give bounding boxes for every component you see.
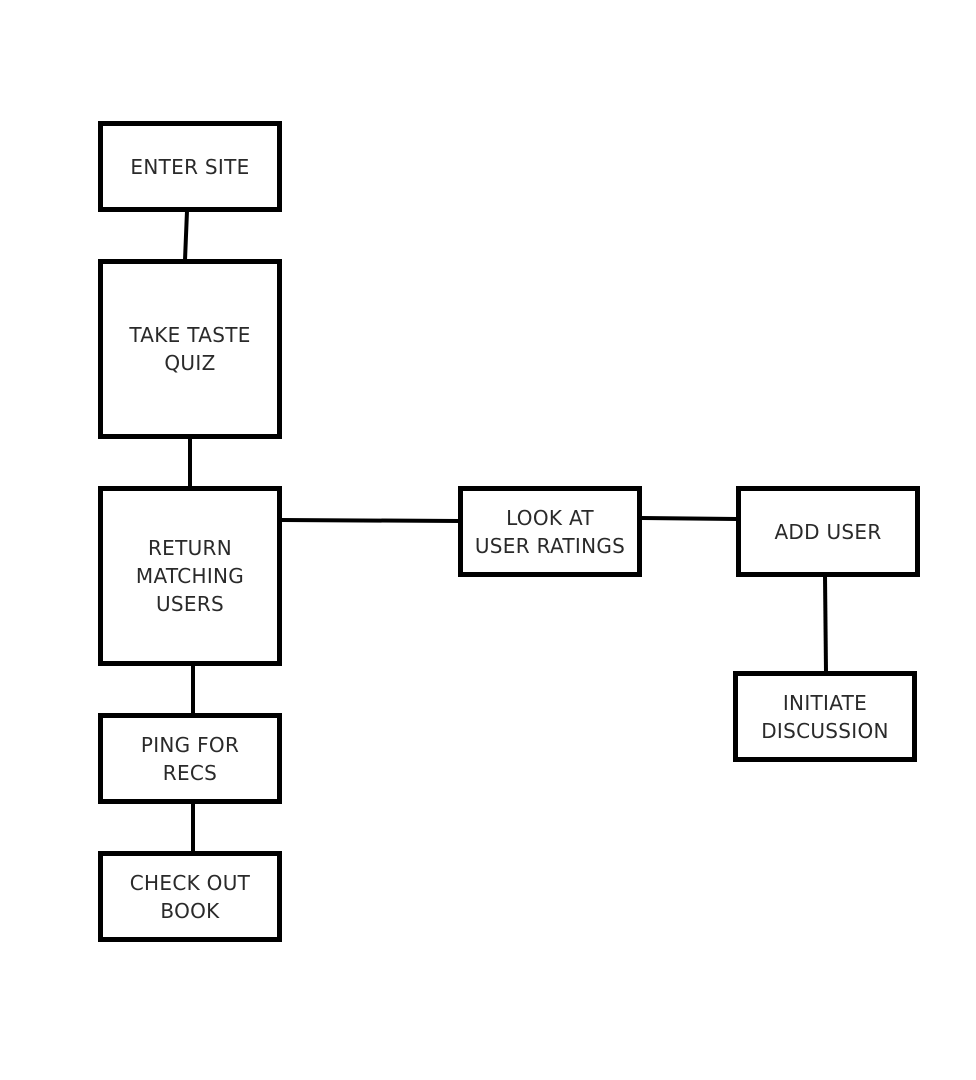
node-label: CHECK OUT BOOK xyxy=(129,870,251,923)
node-return-matching-users: RETURN MATCHING USERS xyxy=(98,486,282,666)
node-label: ADD USER xyxy=(774,519,882,544)
node-label: TAKE TASTE QUIZ xyxy=(129,323,251,375)
node-look-at-user-ratings: LOOK AT USER RATINGS xyxy=(458,486,642,577)
edge-return-matching-users-to-look-at-user-ratings xyxy=(281,518,460,523)
node-label: INITIATE DISCUSSION xyxy=(761,690,889,743)
node-enter-site: ENTER SITE xyxy=(98,121,282,212)
node-label: ENTER SITE xyxy=(130,154,250,179)
node-label: RETURN MATCHING USERS xyxy=(135,536,245,616)
node-label: PING FOR RECS xyxy=(140,732,240,785)
node-take-taste-quiz: TAKE TASTE QUIZ xyxy=(98,259,282,439)
edge-look-at-user-ratings-to-add-user xyxy=(641,516,738,521)
node-check-out-book: CHECK OUT BOOK xyxy=(98,851,282,942)
node-ping-for-recs: PING FOR RECS xyxy=(98,713,282,804)
edge-add-user-to-initiate-discussion xyxy=(823,575,828,673)
node-add-user: ADD USER xyxy=(736,486,920,577)
edge-enter-site-to-take-taste-quiz xyxy=(183,210,189,261)
node-initiate-discussion: INITIATE DISCUSSION xyxy=(733,671,917,762)
node-label: LOOK AT USER RATINGS xyxy=(474,505,626,558)
